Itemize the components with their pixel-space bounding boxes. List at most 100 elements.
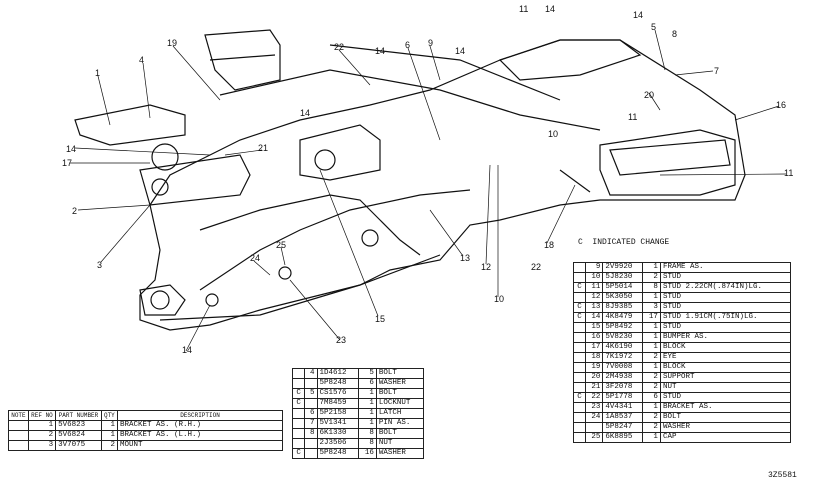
description-cell: BUMPER AS.	[659, 332, 792, 343]
part-number-cell: 7M8459	[316, 398, 359, 409]
note-cell: C	[291, 388, 306, 399]
callout-17: 17	[62, 158, 72, 168]
callout-16: 16	[776, 100, 786, 110]
note-cell	[573, 402, 586, 413]
callout-2: 2	[72, 206, 77, 216]
part-number-cell: 8J9385	[602, 302, 644, 313]
description-cell: BRACKET AS. (R.H.)	[117, 420, 283, 431]
description-cell: STUD	[659, 272, 792, 283]
note-cell	[573, 382, 586, 393]
rear-box	[599, 129, 736, 196]
callout-22b: 22	[531, 262, 541, 272]
description-cell: STUD 2.22CM(.874IN)LG.	[659, 282, 792, 293]
callout-7: 7	[714, 66, 719, 76]
part-number-cell: 5P5014	[602, 282, 644, 293]
rod-eye	[559, 169, 591, 193]
ref-cell: 22	[584, 392, 604, 403]
callout-6: 6	[405, 40, 410, 50]
ref-cell: 21	[584, 382, 604, 393]
lower-mount	[139, 284, 186, 316]
rod-9	[329, 44, 561, 101]
qty-cell: 3	[642, 302, 661, 313]
left-bracket	[139, 154, 251, 206]
note-cell: C	[573, 302, 586, 313]
callout-22a: 22	[334, 42, 344, 52]
callout-14d: 14	[633, 10, 643, 20]
ref-cell: 2	[27, 430, 57, 441]
qty-cell: 1	[642, 362, 661, 373]
qty-cell: 1	[357, 388, 377, 399]
qty-cell: 1	[357, 418, 377, 429]
description-cell: WASHER	[659, 422, 792, 433]
description-cell: BRACKET AS. (L.H.)	[117, 430, 283, 441]
figure-number: 3Z5581	[768, 471, 797, 480]
note-cell	[291, 378, 306, 389]
description-cell: STUD	[659, 392, 792, 403]
part-number-cell: 2J3506	[316, 438, 359, 449]
callout-labels: 1 2 3 4 5 6 7 8 9 10 10 11 11 11 12 13 1…	[62, 4, 793, 355]
qty-cell: 8	[357, 428, 377, 439]
callout-14b: 14	[455, 46, 465, 56]
note-cell: C	[573, 282, 586, 293]
description-cell: EYE	[659, 352, 792, 363]
bumper	[609, 139, 731, 176]
ref-cell: 15	[584, 322, 604, 333]
description-cell: BOLT	[375, 428, 425, 439]
ref-cell: 25	[584, 432, 604, 443]
note-cell	[573, 372, 586, 383]
note-cell	[8, 420, 29, 431]
part-number-cell: 3F2078	[602, 382, 644, 393]
callout-9: 9	[428, 38, 433, 48]
qty-cell: 1	[100, 420, 119, 431]
qty-cell: 1	[642, 332, 661, 343]
callout-24: 24	[250, 253, 260, 263]
note-cell	[291, 418, 306, 429]
qty-cell: 1	[642, 262, 661, 273]
ref-cell	[304, 438, 318, 449]
note-cell	[573, 412, 586, 423]
callout-13: 13	[460, 253, 470, 263]
description-cell: SUPPORT	[659, 372, 792, 383]
callout-18: 18	[544, 240, 554, 250]
part-number-cell: 6K1330	[316, 428, 359, 439]
callout-5: 5	[651, 22, 656, 32]
callout-15: 15	[375, 314, 385, 324]
ref-cell: 5	[304, 388, 318, 399]
description-cell: NUT	[659, 382, 792, 393]
ref-cell: 11	[584, 282, 604, 293]
lower-mount-hole	[150, 290, 170, 310]
bracket-23	[278, 266, 292, 280]
note-cell: C	[573, 392, 586, 403]
ref-cell: 6	[304, 408, 318, 419]
callout-14e: 14	[300, 108, 310, 118]
part-number-cell: 5K3050	[602, 292, 644, 303]
rear-crossmember	[498, 39, 642, 81]
ref-cell	[584, 422, 604, 433]
description-cell: NUT	[375, 438, 425, 449]
callout-11a: 11	[519, 4, 528, 14]
qty-cell: 1	[642, 322, 661, 333]
callout-14a: 14	[375, 46, 385, 56]
callout-10b: 10	[494, 294, 504, 304]
description-cell: BLOCK	[659, 362, 792, 373]
description-cell: WASHER	[375, 378, 425, 389]
left-mount	[74, 104, 186, 146]
note-cell	[573, 422, 586, 433]
description-cell: BOLT	[375, 388, 425, 399]
qty-cell: 1	[100, 430, 119, 441]
ref-cell: 17	[584, 342, 604, 353]
